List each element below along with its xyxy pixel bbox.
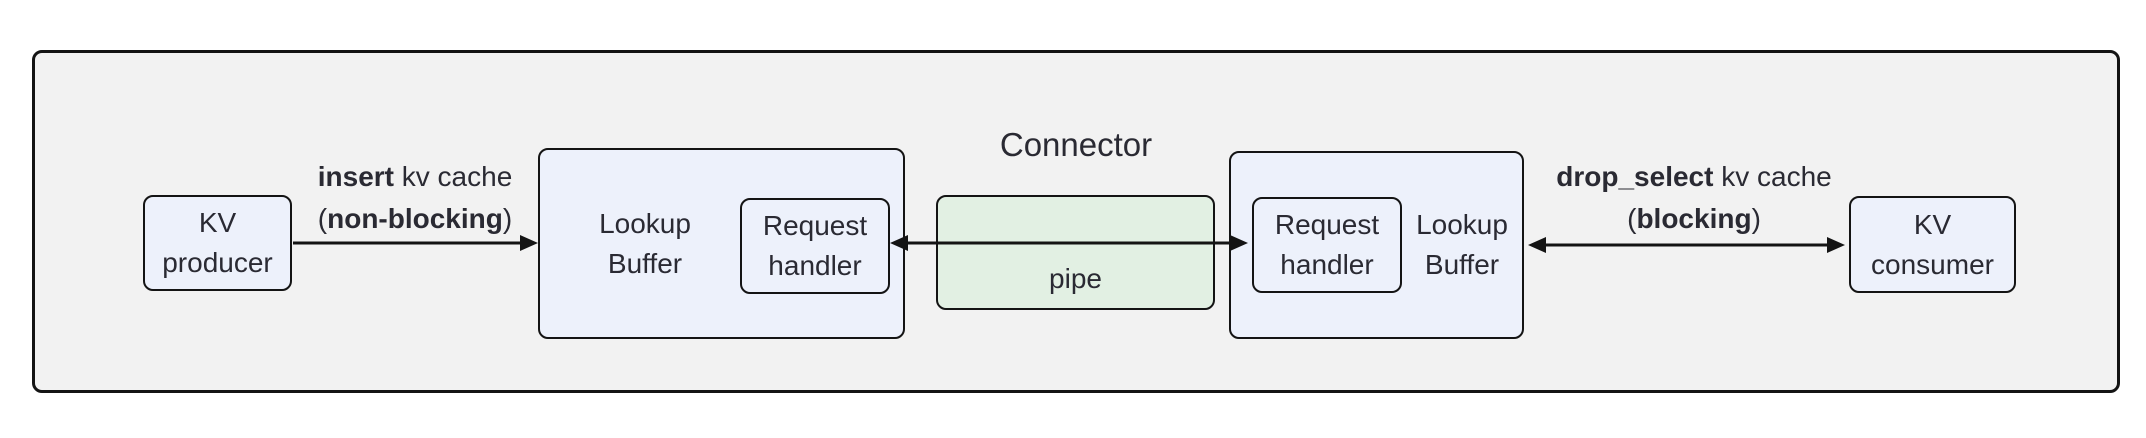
edge-label-drop-select-line2: (blocking) [1544, 198, 1844, 240]
request-handler-left-node: Request handler [740, 198, 890, 294]
edge-label-insert-object: kv cache [393, 161, 513, 192]
request-handler-left-line1: Request [762, 210, 868, 241]
kv-producer-node: KV producer [143, 195, 292, 291]
lookup-buffer-left-line1: Lookup [599, 207, 691, 239]
lookup-buffer-left-label: Lookup Buffer [550, 150, 740, 337]
lookup-buffer-right-node: Request handler Lookup Buffer [1229, 151, 1524, 339]
lookup-buffer-right-label: Lookup Buffer [1402, 153, 1522, 337]
edge-label-drop-select-mode: blocking [1636, 203, 1752, 234]
edge-label-insert: insert kv cache (non-blocking) [290, 156, 540, 240]
lookup-buffer-right-line2: Buffer [1424, 249, 1500, 280]
kv-consumer-label-line1: KV [1913, 208, 1952, 240]
edge-label-insert-verb: insert [317, 161, 394, 192]
edge-label-drop-select-line1: drop_select kv cache [1544, 156, 1844, 198]
edge-label-drop-select: drop_select kv cache (blocking) [1544, 156, 1844, 240]
edge-label-drop-select-close-paren: ) [1751, 203, 1761, 234]
edge-label-insert-line1: insert kv cache [290, 156, 540, 198]
edge-label-drop-select-verb: drop_select [1556, 161, 1714, 192]
edge-label-insert-open-paren: ( [317, 203, 328, 234]
edge-label-insert-mode: non-blocking [327, 203, 503, 234]
edge-label-insert-line2: (non-blocking) [290, 198, 540, 240]
edge-label-insert-close-paren: ) [502, 203, 513, 234]
request-handler-left-line2: handler [768, 250, 862, 281]
kv-consumer-label-line2: consumer [1871, 248, 1994, 280]
lookup-buffer-left-node: Lookup Buffer Request handler [538, 148, 905, 339]
request-handler-right-line2: handler [1280, 249, 1374, 280]
lookup-buffer-right-line1: Lookup [1416, 209, 1508, 240]
edge-label-drop-select-object: kv cache [1713, 161, 1832, 192]
pipe-label: pipe [1049, 263, 1102, 294]
connector-title: Connector [999, 126, 1153, 163]
edge-label-drop-select-open-paren: ( [1627, 203, 1637, 234]
kv-producer-label-line1: KV [198, 207, 237, 238]
pipe-node: pipe [936, 195, 1215, 310]
request-handler-right-node: Request handler [1252, 197, 1402, 293]
lookup-buffer-left-line2: Buffer [607, 247, 683, 279]
kv-producer-label-line2: producer [162, 247, 273, 278]
kv-consumer-node: KV consumer [1849, 196, 2016, 293]
request-handler-right-line1: Request [1274, 209, 1380, 240]
